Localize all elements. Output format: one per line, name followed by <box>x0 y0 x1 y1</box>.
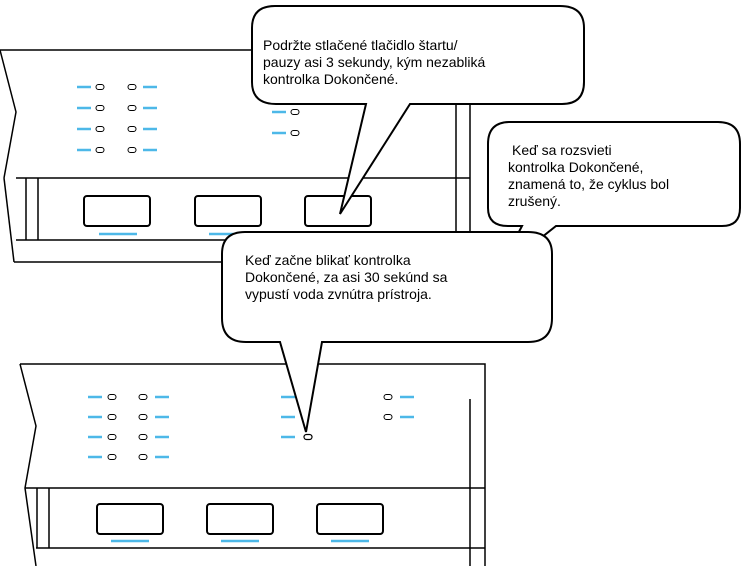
callout-line: pauzy asi 3 sekundy, kým nezabliká <box>263 54 486 70</box>
bottom-panel-outline <box>20 363 486 566</box>
callout-top: Podržte stlačené tlačidlo štartu/ pauzy … <box>251 5 585 215</box>
panel-button[interactable] <box>96 503 164 535</box>
callout-line: Keď sa rozsvieti <box>512 142 612 158</box>
callout-bubble <box>251 5 585 215</box>
callout-line: Dokončené, za asi 30 sekúnd sa <box>245 269 448 285</box>
indicator-lamp <box>290 109 300 115</box>
indicator-lamp <box>138 414 148 420</box>
indicator-row <box>77 105 157 111</box>
top-panel-buttons <box>83 195 372 236</box>
indicator-lamp <box>107 454 117 460</box>
indicator-lamp <box>95 147 105 153</box>
top-panel-indicators <box>77 84 405 153</box>
indicator-row <box>88 414 169 420</box>
indicator-lamp <box>95 105 105 111</box>
indicator-row <box>88 434 169 440</box>
callout-bubble <box>221 231 553 433</box>
bottom-panel-left-edge <box>19 363 37 566</box>
indicator-lamp <box>95 126 105 132</box>
callout-right-text: Keď sa rozsvieti kontrolka Dokončené, zn… <box>508 142 673 209</box>
callout-line: Podržte stlačené tlačidlo štartu/ <box>263 37 458 53</box>
bottom-panel-indicators <box>88 394 414 460</box>
indicator-lamp <box>383 414 393 420</box>
callout-line: kontrolka Dokončené, <box>508 159 643 175</box>
indicator-row <box>88 394 169 400</box>
indicator-lamp <box>107 414 117 420</box>
indicator-row <box>77 126 157 132</box>
indicator-lamp <box>127 84 137 90</box>
indicator-lamp <box>107 394 117 400</box>
callout-line: Keď začne blikať kontrolka <box>245 252 411 268</box>
indicator-row <box>77 84 157 90</box>
top-panel-left-lower-edge <box>3 177 15 263</box>
top-panel-left-edge <box>0 49 17 179</box>
indicator-lamp <box>127 147 137 153</box>
callout-line: vypustí voda zvnútra prístroja. <box>245 286 432 302</box>
indicator-row <box>88 454 169 460</box>
start-pause-button[interactable] <box>304 195 372 227</box>
indicator-lamp <box>138 434 148 440</box>
panel-button[interactable] <box>194 195 262 227</box>
indicator-lamp <box>138 454 148 460</box>
panel-button[interactable] <box>316 503 384 535</box>
indicator-lamp <box>383 394 393 400</box>
panel-button[interactable] <box>206 503 274 535</box>
indicator-lamp <box>127 105 137 111</box>
bottom-control-panel <box>19 363 486 566</box>
callout-line: kontrolka Dokončené. <box>263 71 398 87</box>
callout-line: znamená to, že cyklus bol <box>508 176 669 192</box>
indicator-row <box>77 147 157 153</box>
callout-middle: Keď začne blikať kontrolka Dokončené, za… <box>221 231 553 433</box>
bottom-panel-buttons <box>96 503 384 543</box>
indicator-lamp <box>290 130 300 136</box>
indicator-lamp <box>95 84 105 90</box>
indicator-lamp <box>127 126 137 132</box>
completed-indicator-lamp <box>303 433 313 441</box>
callout-line: zrušený. <box>508 193 561 209</box>
indicator-lamp <box>107 434 117 440</box>
panel-button[interactable] <box>83 195 151 227</box>
callout-top-text: Podržte stlačené tlačidlo štartu/ pauzy … <box>263 37 489 87</box>
indicator-lamp <box>138 394 148 400</box>
callout-middle-text: Keď začne blikať kontrolka Dokončené, za… <box>245 252 451 302</box>
